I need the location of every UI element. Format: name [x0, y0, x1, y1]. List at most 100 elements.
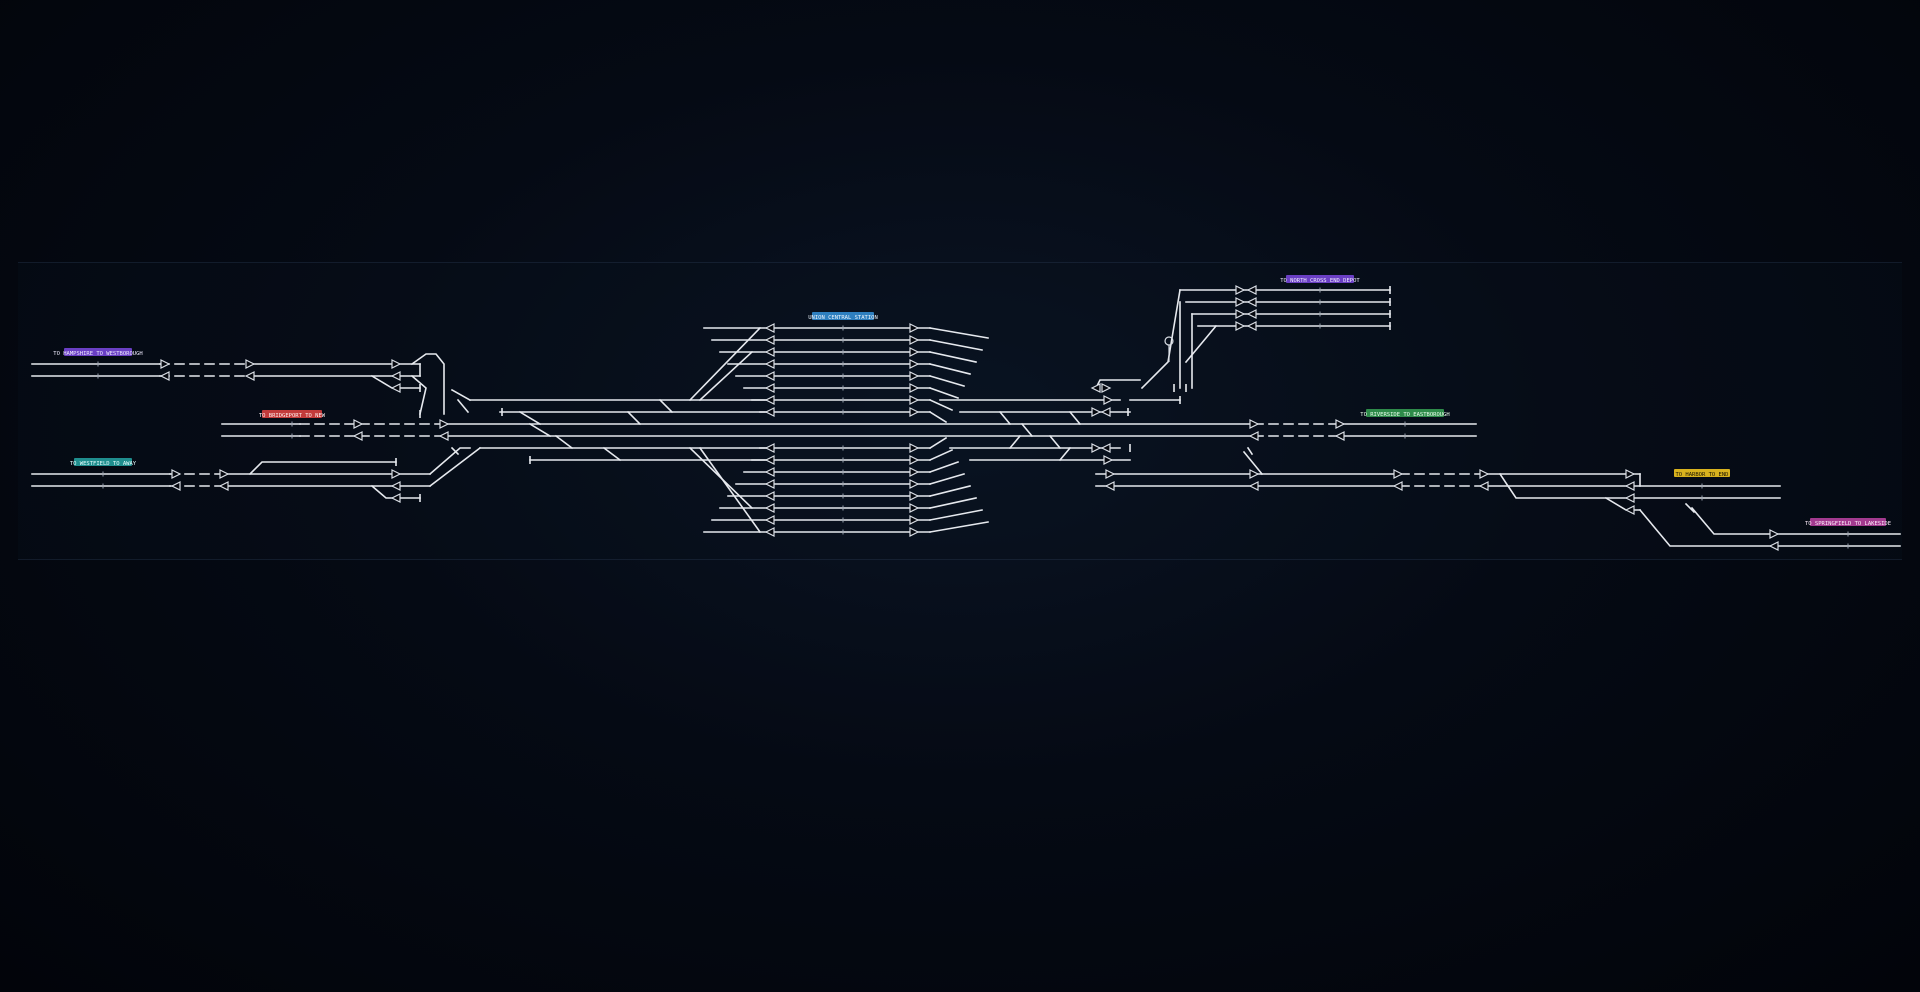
signals: [97, 285, 1849, 551]
signal-icon: [1478, 481, 1489, 491]
label-west-lower: TO WESTFIELD TO AWAY: [70, 458, 137, 467]
track-segment: [602, 446, 622, 462]
track-segment: [929, 521, 989, 533]
track-segment: [428, 447, 471, 476]
signal-icon: [171, 469, 182, 479]
signal-icon: [764, 527, 775, 537]
track-segment: [1068, 410, 1082, 426]
signal-icon: [390, 493, 401, 503]
label-text: TO BRIDGEPORT TO NEW: [259, 413, 326, 419]
track-segment: [1498, 472, 1510, 488]
signal-icon: [244, 371, 255, 381]
track-segment: [1690, 506, 1901, 535]
track-segment: [528, 422, 552, 438]
label-text: TO SPRINGFIELD TO LAKESIDE: [1805, 521, 1891, 527]
signal-icon: [390, 481, 401, 491]
label-far-east: TO SPRINGFIELD TO LAKESIDE: [1805, 518, 1891, 527]
signal-icon: [160, 359, 171, 369]
track-segment: [410, 374, 427, 415]
track-segment: [929, 485, 971, 497]
signal-icon: [1249, 419, 1260, 429]
signal-icon: [1091, 443, 1102, 453]
track-segment: [929, 473, 965, 485]
track-segment: [1020, 422, 1034, 438]
signal-icon: [1335, 419, 1346, 429]
signal-icon: [1235, 297, 1246, 307]
track-segment: [554, 434, 574, 450]
signal-icon: [909, 323, 920, 333]
signal-icon: [764, 395, 775, 405]
signal-icon: [909, 359, 920, 369]
track-segment: [456, 398, 470, 414]
signal-icon: [1100, 443, 1111, 453]
signal-icon: [764, 479, 775, 489]
track-segment: [929, 327, 989, 339]
label-north-east: TO NORTH CROSS END DEPOT: [1280, 275, 1360, 284]
signal-icon: [391, 359, 402, 369]
signal-icon: [1104, 481, 1115, 491]
signal-icon: [219, 469, 230, 479]
track-segment: [450, 388, 472, 402]
signal-icon: [1479, 469, 1490, 479]
track-segment: [1140, 289, 1181, 390]
label-text: TO RIVERSIDE TO EASTBOROUGH: [1360, 412, 1449, 418]
label-text: TO WESTFIELD TO AWAY: [70, 461, 137, 467]
track-segment: [928, 436, 948, 450]
label-chip: [812, 312, 874, 320]
line-labels: TO HAMPSHIRE TO WESTBOROUGH TO BRIDGEPOR…: [53, 275, 1891, 527]
track-segment: [1184, 324, 1218, 364]
track-panel: [18, 262, 1902, 560]
signal-icon: [1235, 321, 1246, 331]
track-segment: [1242, 450, 1264, 476]
track-segment: [658, 398, 674, 414]
signal-icon: [1246, 297, 1257, 307]
track-segment: [688, 326, 762, 402]
track-segment: [1638, 508, 1901, 547]
signal-icon: [764, 359, 775, 369]
track-segment: [928, 460, 960, 474]
signal-icon: [764, 335, 775, 345]
signal-icon: [764, 443, 775, 453]
label-east-lower: TO HARBOR TO END: [1674, 469, 1730, 478]
signal-icon: [764, 407, 775, 417]
label-west-upper: TO HAMPSHIRE TO WESTBOROUGH: [53, 348, 143, 357]
label-chip: [1286, 275, 1354, 283]
track-segment: [450, 446, 460, 456]
signal-icon: [353, 419, 364, 429]
track-segment: [1058, 446, 1072, 462]
signal-icon: [390, 371, 401, 381]
track-segment: [929, 509, 983, 521]
signal-icon: [1100, 407, 1111, 417]
track-segment: [688, 446, 754, 510]
track-segment: [428, 446, 482, 488]
signal-icon: [438, 431, 449, 441]
track-segment: [928, 398, 954, 412]
label-chip: [1366, 409, 1444, 417]
signal-icon: [764, 455, 775, 465]
signal-icon: [218, 481, 229, 491]
signal-icon: [245, 359, 256, 369]
signal-icon: [909, 395, 920, 405]
signal-icon: [170, 481, 181, 491]
signal-icon: [1246, 321, 1257, 331]
signal-icon: [764, 371, 775, 381]
signal-icon: [1768, 541, 1779, 551]
signal-icon: [1392, 481, 1403, 491]
track-segment: [929, 497, 977, 509]
signal-icon: [909, 527, 920, 537]
buffer-stops: [395, 286, 1391, 502]
track-segment: [929, 375, 965, 387]
track-segment: [698, 446, 762, 534]
signal-icon: [1091, 407, 1102, 417]
track-segment: [1684, 502, 1696, 514]
label-east-middle: TO RIVERSIDE TO EASTBOROUGH: [1360, 409, 1450, 418]
signal-icon: [1624, 493, 1635, 503]
signal-icon: [1105, 469, 1116, 479]
label-text: TO NORTH CROSS END DEPOT: [1280, 278, 1360, 284]
signal-icon: [1769, 529, 1780, 539]
label-chip: [64, 348, 132, 356]
signal-icon: [1103, 455, 1114, 465]
signal-icon: [909, 407, 920, 417]
